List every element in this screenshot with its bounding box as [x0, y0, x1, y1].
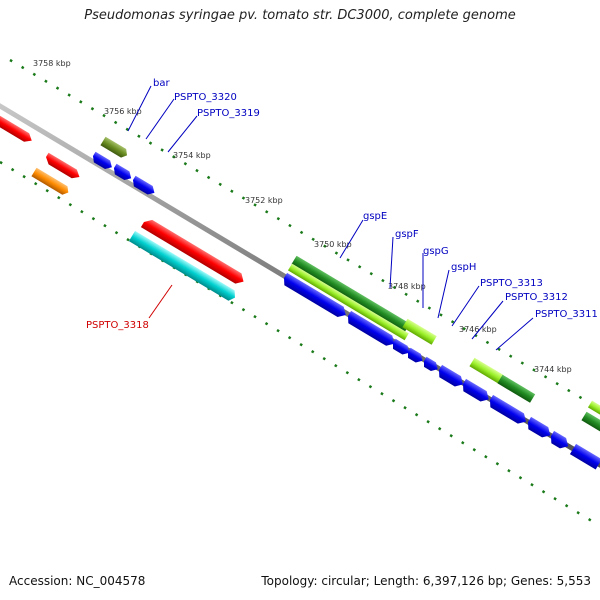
gene-blue-right-1[interactable]: [525, 416, 553, 441]
leader-bar: [127, 85, 152, 132]
label-gspg[interactable]: gspG: [423, 246, 449, 257]
gene-pspto-3318-red[interactable]: [140, 217, 247, 287]
map-title: Pseudomonas syringae pv. tomato str. DC3…: [84, 8, 516, 23]
tick-label-3744: 3744 kbp: [534, 365, 572, 374]
label-gspe[interactable]: gspE: [363, 211, 387, 222]
gene-pspto-3318-cyan[interactable]: [128, 230, 238, 303]
label-pspto-3311[interactable]: PSPTO_3311: [535, 309, 598, 320]
accession-text: Accession: NC_004578: [9, 574, 146, 588]
leader-gspe: [339, 219, 364, 259]
gene-gspg-green[interactable]: [402, 318, 437, 345]
leader-pspto-3313: [451, 285, 480, 327]
gene-gspg-blue[interactable]: [390, 338, 411, 357]
outer-tick-track: [9, 58, 600, 411]
leader-pspto-3319: [167, 115, 198, 153]
gene-right-edge-green[interactable]: [581, 411, 600, 433]
gene-pspto-3319-b[interactable]: [130, 175, 157, 197]
gene-pspto-3312-blue[interactable]: [460, 378, 492, 405]
tick-label-3752: 3752 kbp: [245, 196, 283, 205]
gene-gspf-blue[interactable]: [345, 310, 397, 349]
leader-pspto-3312: [471, 300, 504, 340]
tick-label-3756: 3756 kbp: [104, 107, 142, 116]
tick-label-3750: 3750 kbp: [314, 240, 352, 249]
gene-red-left-2[interactable]: [43, 152, 82, 182]
tick-label-3746: 3746 kbp: [459, 325, 497, 334]
leader-gsph: [437, 269, 450, 319]
gene-right-edge-lightgreen[interactable]: [587, 400, 600, 418]
tick-label-3748: 3748 kbp: [388, 282, 426, 291]
gene-orange[interactable]: [31, 167, 70, 197]
label-pspto-3318[interactable]: PSPTO_3318: [86, 320, 149, 331]
label-pspto-3313[interactable]: PSPTO_3313: [480, 278, 543, 289]
gene-pspto-3312-green[interactable]: [497, 374, 536, 403]
gene-pspto-3320[interactable]: [90, 151, 114, 172]
label-gspf[interactable]: gspF: [395, 229, 419, 240]
gene-gsph-blue-b[interactable]: [421, 356, 440, 374]
gene-pspto-3313-green[interactable]: [469, 357, 504, 384]
leader-pspto-3318: [148, 284, 173, 319]
gene-pspto-3313-blue[interactable]: [436, 364, 466, 390]
tick-label-3754: 3754 kbp: [173, 151, 211, 160]
gene-gspe-blue[interactable]: [281, 272, 349, 320]
label-pspto-3320[interactable]: PSPTO_3320: [174, 92, 237, 103]
gene-gsph-blue-a[interactable]: [405, 347, 425, 365]
leader-gspf: [389, 236, 394, 289]
gene-bar[interactable]: [100, 136, 129, 160]
gene-blue-right-3[interactable]: [569, 443, 600, 470]
tick-label-3758: 3758 kbp: [33, 59, 71, 68]
inner-tick-track: [0, 160, 600, 528]
label-pspto-3312[interactable]: PSPTO_3312: [505, 292, 568, 303]
label-pspto-3319[interactable]: PSPTO_3319: [197, 108, 260, 119]
topology-text: Topology: circular; Length: 6,397,126 bp…: [261, 574, 591, 588]
label-bar[interactable]: bar: [153, 78, 170, 89]
gene-pspto-3311-blue[interactable]: [487, 394, 529, 427]
gene-pspto-3319-a[interactable]: [111, 163, 133, 183]
gene-blue-right-2[interactable]: [548, 430, 571, 452]
gene-gspe-lightgreen[interactable]: [287, 263, 409, 341]
leader-pspto-3311: [495, 317, 534, 351]
gene-gspe-green[interactable]: [291, 255, 410, 333]
gene-red-left-1[interactable]: [0, 113, 34, 145]
label-gsph[interactable]: gspH: [451, 262, 476, 273]
leader-pspto-3320: [145, 98, 175, 140]
